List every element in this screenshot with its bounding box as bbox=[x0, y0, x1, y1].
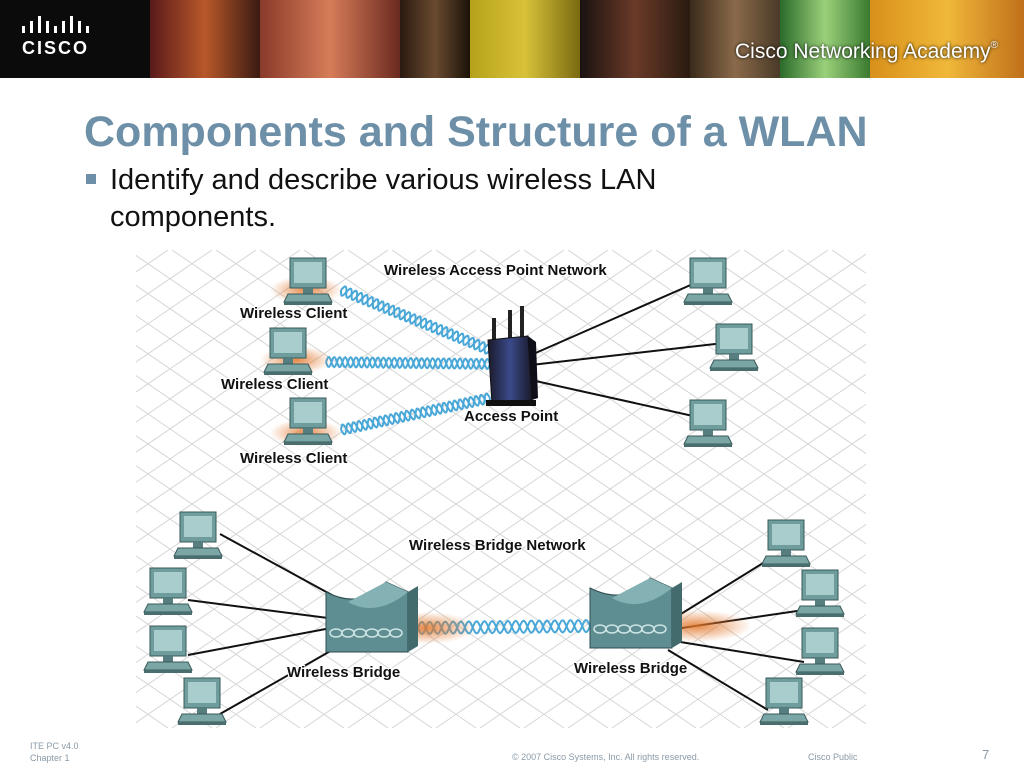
signal-wave-client-1-b bbox=[340, 285, 491, 355]
banner-photo-6 bbox=[690, 0, 780, 78]
link-ap-pc-2 bbox=[530, 342, 725, 366]
link-lbridge-pc-4 bbox=[219, 644, 342, 715]
link-rbridge-pc-4 bbox=[667, 649, 769, 711]
banner-photo-2 bbox=[260, 0, 400, 78]
link-ap-pc-1 bbox=[530, 279, 703, 356]
link-lbridge-pc-1 bbox=[219, 533, 342, 601]
computers bbox=[143, 257, 845, 725]
computer-icon bbox=[709, 323, 759, 371]
cisco-logo: CISCO bbox=[0, 0, 150, 78]
wlan-diagram-canvas bbox=[136, 250, 866, 728]
label-access-point: Access Point bbox=[464, 408, 559, 425]
label-wireless-client-3: Wireless Client bbox=[240, 450, 348, 467]
footer-copyright: © 2007 Cisco Systems, Inc. All rights re… bbox=[512, 752, 700, 762]
computer-icon bbox=[761, 519, 811, 567]
wlan-diagram: Wireless Access Point Network Wireless C… bbox=[136, 250, 866, 728]
computer-icon bbox=[143, 567, 193, 615]
footer-classification: Cisco Public bbox=[808, 752, 858, 762]
link-lbridge-pc-2 bbox=[187, 599, 329, 619]
banner-photo-4 bbox=[470, 0, 580, 78]
footer-course-info: ITE PC v4.0 Chapter 1 bbox=[30, 740, 79, 764]
label-wireless-client-1: Wireless Client bbox=[240, 305, 348, 322]
computer-icon bbox=[283, 257, 333, 305]
wired-links bbox=[187, 279, 805, 715]
label-wireless-client-2: Wireless Client bbox=[221, 376, 329, 393]
label-wireless-bridge-right: Wireless Bridge bbox=[574, 660, 688, 677]
header-banner: CISCO Cisco Networking Academy® bbox=[0, 0, 1024, 78]
link-rbridge-pc-3 bbox=[667, 639, 805, 663]
networking-academy-title: Cisco Networking Academy® bbox=[735, 40, 998, 64]
computer-icon bbox=[683, 399, 733, 447]
bridge-ring bbox=[653, 624, 667, 634]
banner-photo-7 bbox=[780, 0, 870, 78]
trademark-symbol: ® bbox=[990, 40, 998, 51]
label-ap-network: Wireless Access Point Network bbox=[384, 262, 607, 279]
footer-chapter: Chapter 1 bbox=[30, 753, 70, 763]
banner-photo-1 bbox=[150, 0, 260, 78]
right-bridge-icon bbox=[589, 577, 682, 649]
wireless-signals bbox=[325, 285, 591, 636]
computer-icon bbox=[683, 257, 733, 305]
slide-title: Components and Structure of a WLAN bbox=[84, 108, 868, 156]
label-bridge-network: Wireless Bridge Network bbox=[409, 537, 586, 554]
link-lbridge-pc-3 bbox=[187, 627, 332, 656]
label-wireless-bridge-left: Wireless Bridge bbox=[287, 664, 401, 681]
academy-text: Cisco Networking Academy bbox=[735, 40, 991, 63]
computer-icon bbox=[795, 627, 845, 675]
banner-photo-8 bbox=[870, 0, 1024, 78]
left-bridge-icon bbox=[325, 581, 418, 653]
footer-course: ITE PC v4.0 bbox=[30, 741, 79, 751]
signal-wave-client-3-b bbox=[340, 394, 491, 434]
cisco-bars-icon bbox=[22, 16, 89, 33]
computer-icon bbox=[143, 625, 193, 673]
signal-wave-client-2-b bbox=[325, 355, 491, 371]
computer-icon bbox=[795, 569, 845, 617]
computer-icon bbox=[759, 677, 809, 725]
banner-photo-3 bbox=[400, 0, 470, 78]
computer-icon bbox=[263, 327, 313, 375]
access-point-icon bbox=[486, 306, 538, 406]
computer-icon bbox=[173, 511, 223, 559]
link-ap-pc-3 bbox=[530, 379, 703, 419]
page-number: 7 bbox=[982, 747, 990, 762]
computer-icon bbox=[177, 677, 227, 725]
banner-photo-5 bbox=[580, 0, 690, 78]
computer-icon bbox=[283, 397, 333, 445]
cisco-logo-text: CISCO bbox=[22, 38, 90, 58]
bullet-square-icon bbox=[86, 174, 96, 184]
bullet-text: Identify and describe various wireless L… bbox=[110, 164, 657, 233]
bridge-ring bbox=[389, 628, 403, 638]
